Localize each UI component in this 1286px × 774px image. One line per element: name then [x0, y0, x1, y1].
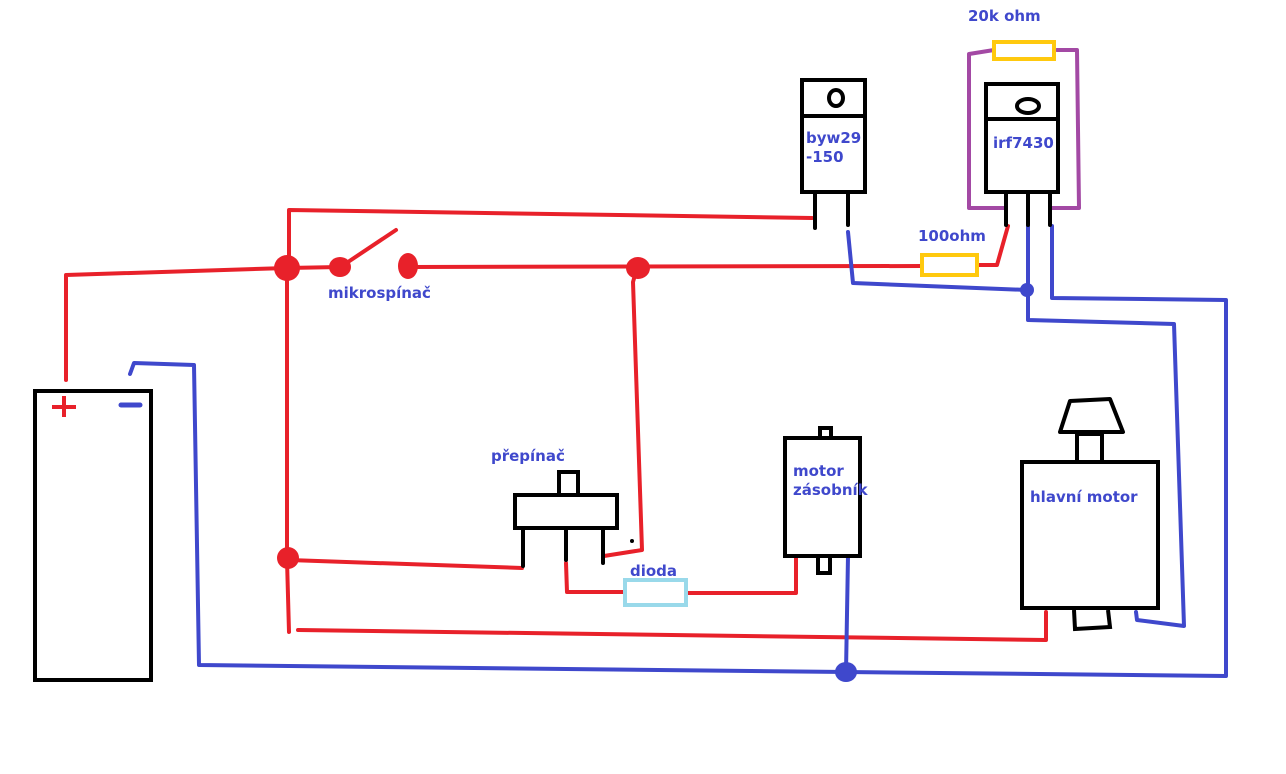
label-resistor-20k: 20k ohm — [968, 7, 1041, 25]
label-resistor-100: 100ohm — [918, 227, 986, 245]
labels: mikrospínač přepínač dioda motor zásobní… — [328, 7, 1138, 580]
junction-dot — [835, 662, 857, 682]
slide-switch — [513, 470, 619, 568]
label-mosfet: irf7430 — [993, 134, 1054, 152]
label-byw29-2: -150 — [806, 148, 844, 166]
main-motor-fan — [1058, 397, 1125, 434]
mounting-hole-icon — [1015, 97, 1041, 115]
label-microswitch: mikrospínač — [328, 284, 431, 302]
positive-wires — [64, 208, 1048, 642]
diode-package — [800, 78, 867, 194]
microswitch-contact-left — [329, 257, 351, 277]
battery-plus-wire — [64, 266, 289, 382]
diode-to-motor-wire — [686, 556, 798, 595]
feed-motor-negative-wire — [844, 554, 850, 674]
feed-motor-body — [783, 436, 862, 558]
microswitch-contact-right — [398, 253, 418, 279]
label-main-motor: hlavní motor — [1030, 488, 1138, 506]
main-motor-shaft-bottom — [1072, 609, 1113, 632]
bottom-red-wire — [296, 610, 1048, 642]
junction-dot — [626, 257, 650, 279]
stray-dot — [630, 539, 634, 543]
label-switch: přepínač — [491, 447, 565, 465]
resistor-100ohm — [920, 253, 979, 277]
switch-center-to-diode-wire — [564, 561, 626, 594]
diode-symbol — [623, 578, 688, 607]
motor-shaft-bottom — [816, 554, 832, 575]
mounting-hole-icon — [827, 88, 845, 108]
battery — [33, 389, 153, 682]
battery-body — [33, 389, 153, 682]
gate-resistor-loop-right — [1050, 48, 1081, 210]
switch-to-resistor-wire — [406, 264, 924, 269]
label-feed-motor-2: zásobník — [793, 481, 869, 499]
diode-byw29 — [800, 78, 867, 230]
junction-dot — [1020, 283, 1034, 297]
microswitch-lever — [346, 228, 398, 264]
switch-knob — [557, 470, 580, 497]
top-feed-wire — [287, 208, 814, 270]
mosfet-irf7430 — [967, 40, 1081, 227]
junction-dot — [274, 255, 300, 281]
mosfet-drain-wire — [1026, 224, 1186, 628]
gate-resistor-loop — [967, 48, 1008, 210]
main-motor-shaft-top — [1075, 432, 1104, 464]
diode-cathode-wire — [846, 230, 1029, 292]
junction-dot — [277, 547, 299, 569]
label-feed-motor-1: motor — [793, 462, 844, 480]
resistor-20k — [992, 40, 1056, 61]
switch-body — [513, 493, 619, 530]
main-motor — [1020, 397, 1160, 632]
label-diode: dioda — [630, 562, 677, 580]
switch-left-pin-wire — [287, 558, 524, 570]
left-vertical-wire — [285, 266, 291, 634]
resistor-to-gate-wire — [976, 224, 1010, 267]
label-byw29-1: byw29 — [806, 129, 861, 147]
feed-motor — [783, 426, 862, 575]
junctions — [274, 253, 1034, 682]
main-motor-body — [1020, 460, 1160, 610]
